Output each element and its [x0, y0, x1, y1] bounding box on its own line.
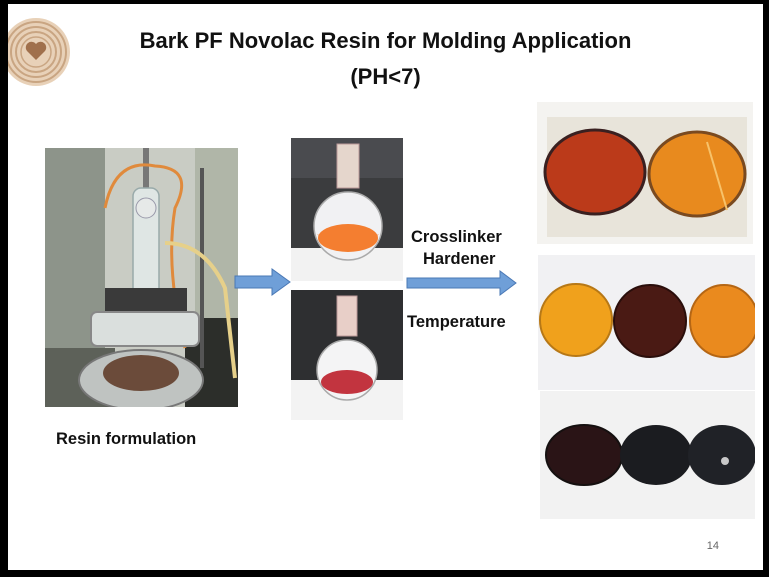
reactor-photo	[45, 148, 238, 407]
page-number: 14	[706, 540, 719, 552]
red-resin-flask-photo	[291, 290, 403, 420]
cured-disks-photo-1	[537, 102, 753, 244]
slide-subtitle: (PH<7)	[350, 64, 421, 89]
heart-tree-rings-logo-icon	[8, 18, 70, 86]
right-arrow-icon	[406, 270, 517, 296]
orange-resin-flask-photo	[291, 138, 403, 281]
cured-disks-photo-3	[540, 391, 755, 519]
right-arrow-icon	[234, 268, 291, 296]
slide-title: Bark PF Novolac Resin for Molding Applic…	[139, 28, 632, 53]
hardener-label: Hardener	[423, 250, 496, 268]
cured-disks-photo-2	[538, 255, 755, 390]
temperature-label: Temperature	[407, 313, 506, 331]
crosslinker-label: Crosslinker	[411, 228, 502, 246]
resin-formulation-label: Resin formulation	[56, 430, 197, 448]
slide: Bark PF Novolac Resin for Molding Applic…	[8, 4, 763, 570]
